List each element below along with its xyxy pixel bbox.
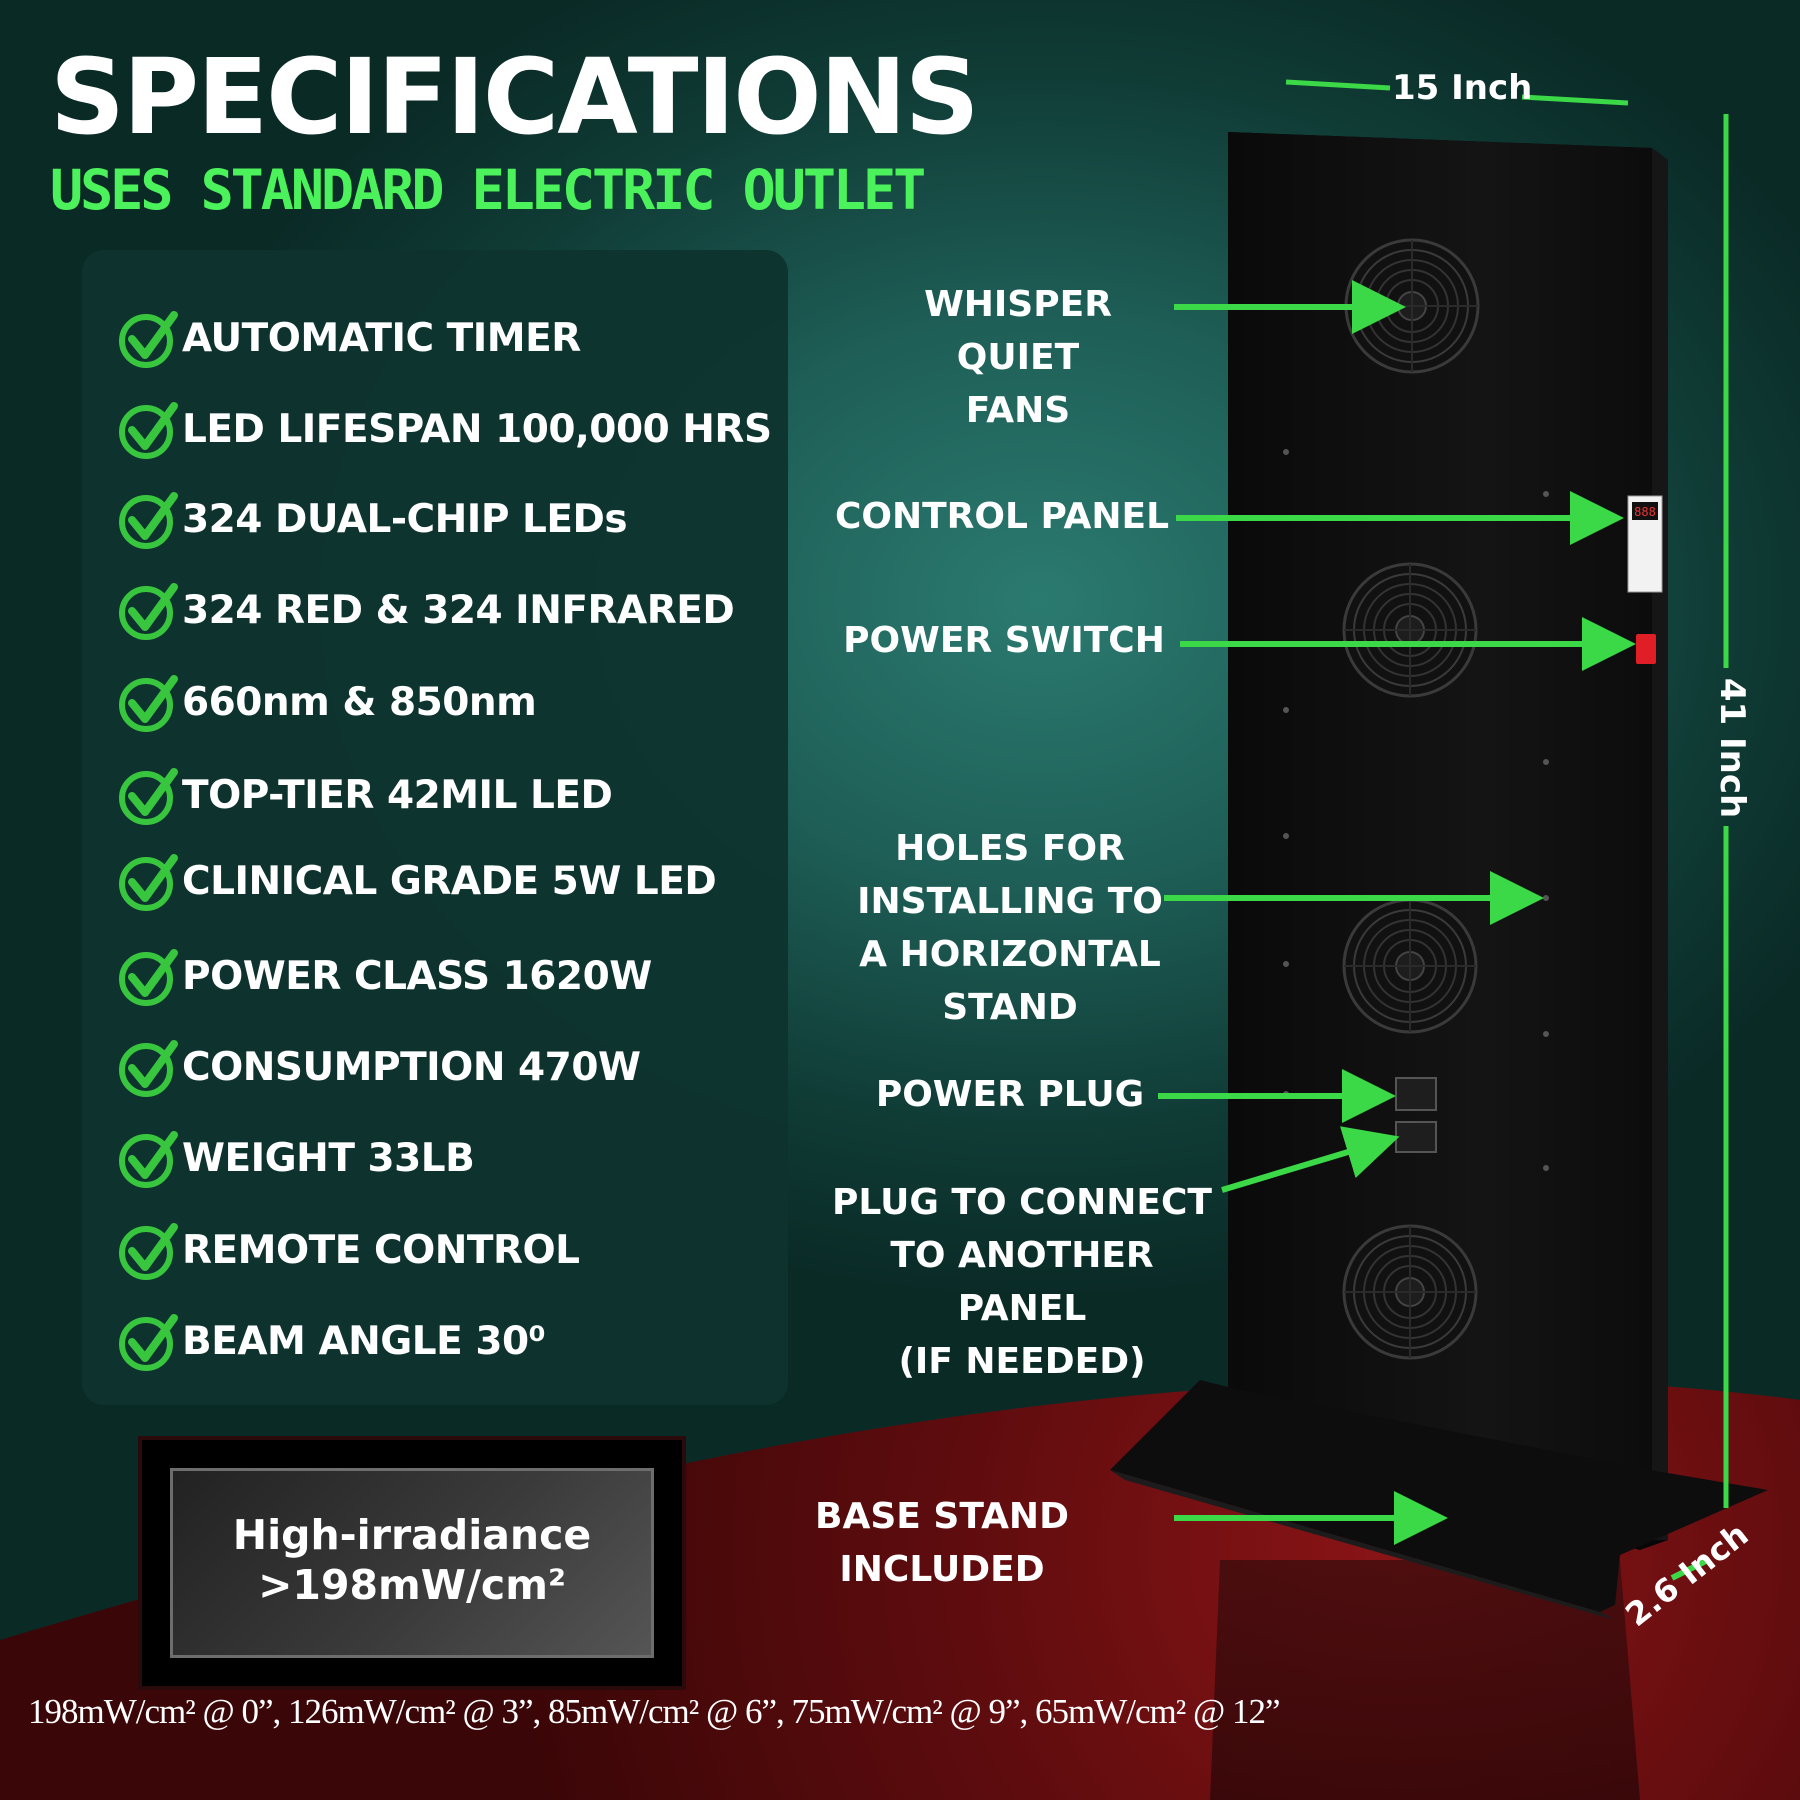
spec-text: REMOTE CONTROL: [182, 1227, 580, 1273]
spec-item: WEIGHT 33LB: [118, 1125, 475, 1191]
width-dimension-label: 15 Inch: [1392, 68, 1533, 108]
callout-connect-plug: PLUG TO CONNECT TO ANOTHER PANEL (IF NEE…: [832, 1182, 1212, 1382]
arrow-right-icon: [1221, 1126, 1400, 1193]
check-circle-icon: [119, 949, 178, 1006]
spec-text: CLINICAL GRADE 5W LED: [182, 858, 717, 904]
check-circle-icon: [119, 583, 178, 640]
check-circle-icon: [119, 1223, 178, 1280]
callout-arrows: [1158, 280, 1636, 1545]
irradiance-badge: High-irradiance >198mW/cm²: [138, 1436, 686, 1690]
spec-item: TOP-TIER 42MIL LED: [118, 762, 613, 828]
callout-power-switch: POWER SWITCH: [843, 620, 1165, 661]
led-panel-device: 888: [1110, 132, 1768, 1620]
spec-item: AUTOMATIC TIMER: [118, 305, 581, 371]
control-display: [1632, 502, 1658, 520]
control-display-digits: 888: [1634, 505, 1656, 519]
badge-value: >198mW/cm²: [258, 1561, 566, 1609]
check-circle-icon: [119, 1131, 178, 1188]
spec-item: POWER CLASS 1620W: [118, 943, 652, 1009]
power-switch-icon: [1636, 634, 1656, 664]
page-title: SPECIFICATIONS: [50, 36, 980, 158]
spec-text: TOP-TIER 42MIL LED: [182, 772, 613, 818]
connect-plug-icon: [1395, 1121, 1437, 1153]
spec-text: LED LIFESPAN 100,000 HRS: [182, 406, 772, 452]
spec-text: CONSUMPTION 470W: [182, 1044, 641, 1090]
callout-base-stand: BASE STAND INCLUDED: [815, 1496, 1069, 1590]
spec-text: 324 DUAL-CHIP LEDs: [182, 496, 628, 542]
spec-text: WEIGHT 33LB: [182, 1135, 475, 1181]
spec-item: 324 RED & 324 INFRARED: [118, 577, 735, 643]
fan-icon: [1342, 562, 1478, 698]
callout-fans: WHISPER QUIET FANS: [924, 284, 1112, 431]
check-circle-icon: [119, 1314, 178, 1371]
callout-holes: HOLES FOR INSTALLING TO A HORIZONTAL STA…: [857, 828, 1163, 1028]
callout-power-plug: POWER PLUG: [875, 1074, 1145, 1115]
fan-icon: [1342, 898, 1478, 1034]
irradiance-distances: 198mW/cm² @ 0”, 126mW/cm² @ 3”, 85mW/cm²…: [28, 1692, 1281, 1731]
spec-item: 324 DUAL-CHIP LEDs: [118, 486, 628, 552]
specs-panel: [82, 250, 788, 1405]
fan-icon: [1342, 1224, 1478, 1360]
spec-item: BEAM ANGLE 30⁰: [118, 1308, 546, 1374]
check-circle-icon: [119, 768, 178, 825]
check-circle-icon: [119, 311, 178, 368]
callout-control-panel: CONTROL PANEL: [834, 496, 1170, 537]
check-circle-icon: [119, 402, 178, 459]
badge-title: High-irradiance: [232, 1511, 592, 1559]
check-circle-icon: [119, 1040, 178, 1097]
check-circle-icon: [119, 492, 178, 549]
power-plug-icon: [1395, 1077, 1437, 1111]
page-subtitle: USES STANDARD ELECTRIC OUTLET: [50, 158, 926, 222]
spec-text: 324 RED & 324 INFRARED: [182, 587, 735, 633]
check-circle-icon: [119, 675, 178, 732]
spec-text: AUTOMATIC TIMER: [182, 315, 581, 361]
dimension-lines: [1285, 79, 1729, 1581]
spec-item: REMOTE CONTROL: [118, 1217, 580, 1283]
spec-item: 660nm & 850nm: [118, 669, 537, 735]
spec-text: POWER CLASS 1620W: [182, 953, 652, 999]
spec-item: CONSUMPTION 470W: [118, 1034, 641, 1100]
irradiance-badge-inner: High-irradiance >198mW/cm²: [170, 1468, 654, 1658]
spec-text: BEAM ANGLE 30⁰: [182, 1318, 546, 1364]
spec-text: 660nm & 850nm: [182, 679, 537, 725]
spec-item: CLINICAL GRADE 5W LED: [118, 848, 717, 914]
spec-item: LED LIFESPAN 100,000 HRS: [118, 396, 772, 462]
height-dimension-label: 41 Inch: [1712, 677, 1753, 819]
check-circle-icon: [119, 854, 178, 911]
